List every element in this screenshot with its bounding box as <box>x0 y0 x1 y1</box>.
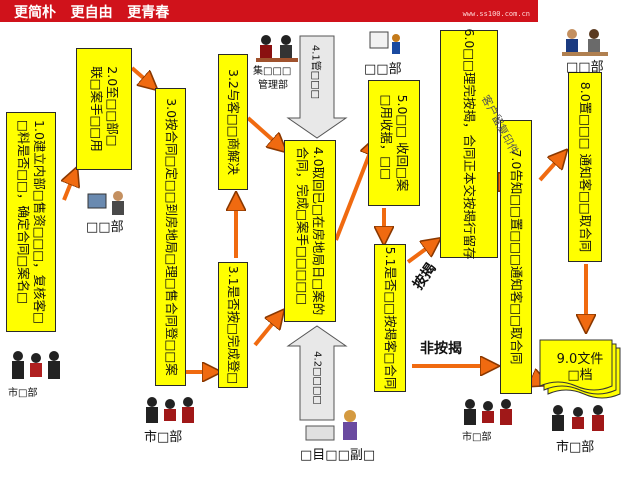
arrow-b2-b3 <box>130 66 155 88</box>
step-4-box: 4.0取回已□在房地局日□案的合同，完成□案手□□□□□ <box>284 140 336 322</box>
step-6-box: 6.0□□理完按揭，合同正本交按揭行留存 <box>440 28 498 260</box>
shichang-b2-label: 市□部 <box>144 430 183 445</box>
office-people-icon-left <box>12 351 60 379</box>
office-people-icon-mid <box>87 191 124 215</box>
caiwu-right-label: □□部 <box>566 60 604 75</box>
step-1-box: 1.0建立内部□售资□□□，复核客□□料是否□□，确定合同□案名□ <box>6 112 56 332</box>
feianjie-label: 非按揭 <box>420 341 462 357</box>
step-8-box: 8.0置□□□ 通知客□□取合同 <box>568 72 602 262</box>
step-2-box: 2.0至□□部□联□案手□□用 <box>76 48 132 170</box>
arrow-41-label: 4.1管□□□ <box>309 44 321 100</box>
xiangmu-label: □目□□副□ <box>300 448 376 463</box>
office-people-icon-b3 <box>464 399 512 425</box>
arrow-b1-b2 <box>64 170 76 201</box>
jituan-label: 集□□□ <box>253 66 292 77</box>
office-people-icon-b2 <box>146 397 194 423</box>
arrow-42-label: 4.2□□□□ <box>311 351 323 405</box>
header-banner: 更简朴 更自由 更青春 www.ss100.com.cn <box>0 0 538 22</box>
arrow-b51-b6 <box>406 240 438 264</box>
step-5-box: 5.0□□ 收回□案□用收据，□□ <box>368 80 420 206</box>
caiwu-mid-label: □□部 <box>86 220 124 235</box>
step-3-1-box: 3.1是否按□完成登□ <box>218 262 248 388</box>
office-people-icon-top <box>256 35 298 62</box>
arrow-b32-b4 <box>246 116 284 150</box>
guanlibu-label: 管理部 <box>258 80 288 91</box>
office-people-icon-bottom <box>305 410 357 441</box>
shichang-b3-label: 市□部 <box>462 432 492 443</box>
step-3-box: 3.0按合同□定□□到房地局□理□售合同登□□案 <box>155 88 186 386</box>
office-people-icon-right <box>562 29 608 56</box>
shichang-left-label: 市□部 <box>8 388 38 399</box>
banner-title: 更简朴 更自由 更青春 <box>14 5 170 21</box>
caiwu-top-label: □□部 <box>364 62 402 77</box>
arrow-b7-b8 <box>538 152 565 182</box>
step-3-2-box: 3.2与客□□商解决 <box>218 54 248 190</box>
arrow-42-up <box>286 325 348 421</box>
office-people-icon-right-bottom <box>552 405 604 431</box>
arrow-41-down <box>286 35 348 139</box>
step-5-1-box: 5.1是否□□按揭客□合同 <box>374 244 406 392</box>
office-desk-icon-top <box>369 31 400 54</box>
shichang-right-label: 市□部 <box>556 440 595 455</box>
step-7-box: 7.0告知□□置□□□通知客□□取合同 <box>500 120 532 394</box>
step-9-label: 9.0文件□档 <box>556 352 604 383</box>
archive-document-icon <box>539 339 621 399</box>
banner-url: www.ss100.com.cn <box>462 10 530 18</box>
arrow-b31-b4 <box>253 312 282 347</box>
